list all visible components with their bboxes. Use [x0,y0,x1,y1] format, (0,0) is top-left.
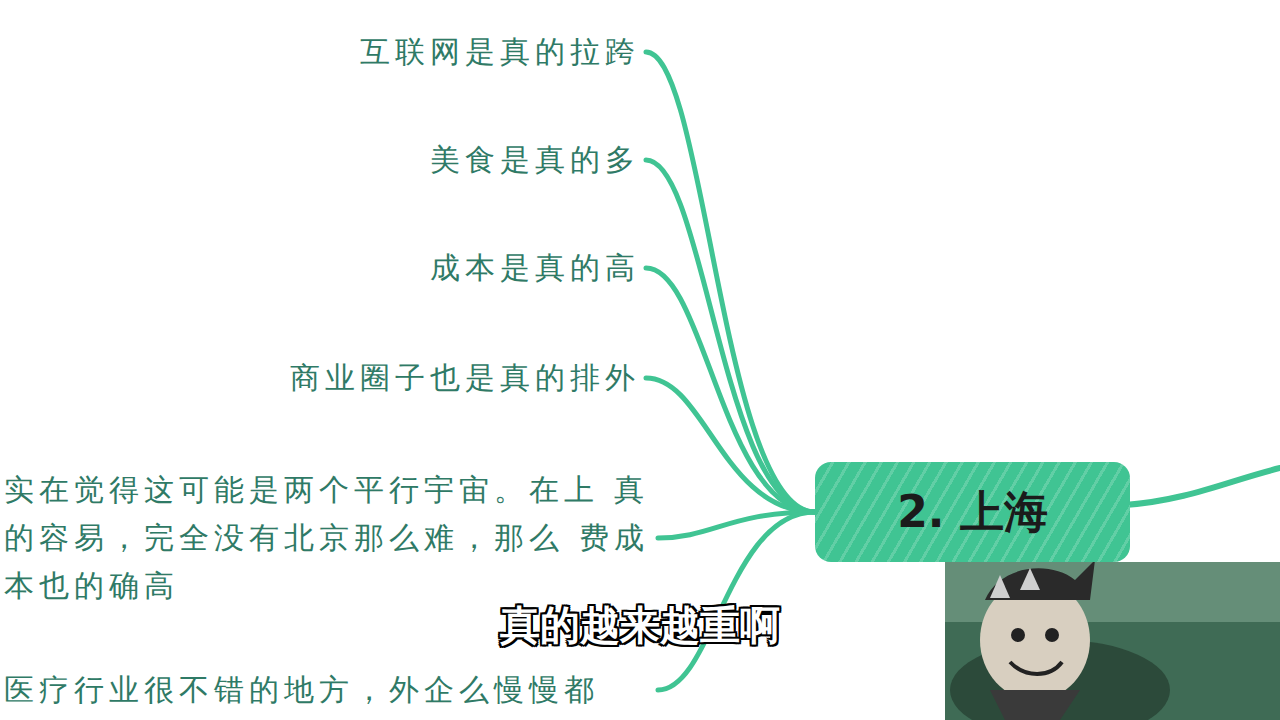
branch-curve [658,512,815,690]
subtitle-caption: 真的越来越重啊 [500,598,780,653]
branch-label: 美食是真的多 [430,136,640,184]
branch-text: 商业圈子也是真的排外 [290,354,640,402]
topic-box: 2. 上海 [815,462,1130,562]
branch-label: 实在觉得这可能是两个平行宇宙。在上 真的容易，完全没有北京那么难，那么 费成本也… [4,466,652,610]
topic-title: 2. 上海 [897,483,1048,542]
branch-text: 成本是真的高 [430,244,640,292]
branch-label: 互联网是真的拉跨 [360,28,640,76]
branch-text: 美食是真的多 [430,136,640,184]
branch-curve [646,378,815,512]
branch-label: 商业圈子也是真的排外 [290,354,640,402]
branch-curve [646,268,815,512]
branch-text: 实在觉得这可能是两个平行宇宙。在上 真的容易，完全没有北京那么难，那么 费成本也… [4,466,652,610]
branch-label: 医疗行业很不错的地方，外企么慢慢都 [4,666,652,714]
branch-text: 互联网是真的拉跨 [360,28,640,76]
branch-label: 成本是真的高 [430,244,640,292]
avatar-illustration [945,560,1280,720]
parent-branch [1125,468,1280,505]
branch-curve [646,160,815,512]
branch-text: 医疗行业很不错的地方，外企么慢慢都 [4,666,652,714]
branch-curve [646,52,815,512]
